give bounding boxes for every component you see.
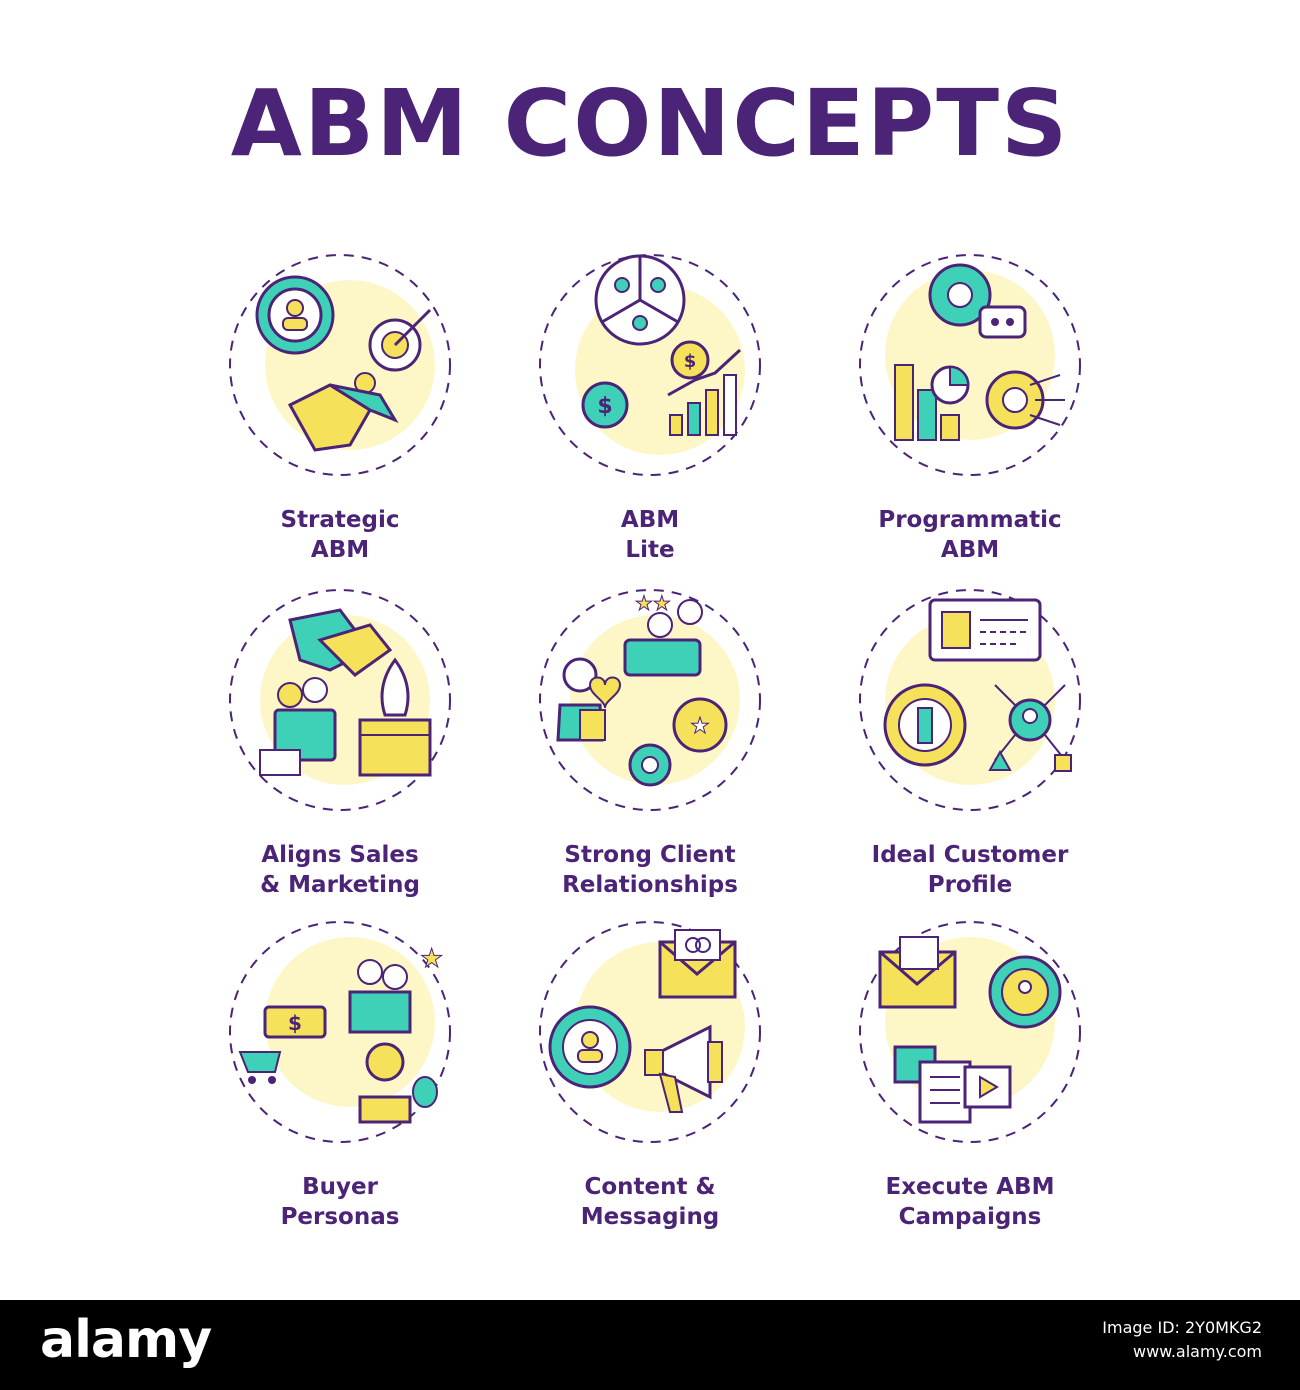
- svg-text:★★: ★★: [635, 591, 671, 615]
- id-card-building-network-icon: [859, 589, 1081, 811]
- watermark-footer: alamy Image ID: 2Y0MKG2 www.alamy.com: [0, 1300, 1300, 1390]
- concept-aligns-sales-marketing: Aligns Sales& Marketing: [190, 580, 490, 900]
- svg-text:$: $: [288, 1011, 302, 1035]
- image-id: Image ID: 2Y0MKG2: [1102, 1318, 1262, 1337]
- target-person-handshake-icon: [229, 254, 451, 476]
- svg-text:$: $: [684, 351, 697, 372]
- svg-text:$: $: [597, 394, 612, 419]
- image-meta: Image ID: 2Y0MKG2 www.alamy.com: [1102, 1316, 1262, 1364]
- page-title: ABM CONCEPTS: [230, 70, 1070, 177]
- groups-pie-growth-icon: $ $: [539, 254, 761, 476]
- gear-robot-chart-icon: [859, 254, 1081, 476]
- site-url: www.alamy.com: [1133, 1342, 1262, 1361]
- concept-label: Content &Messaging: [580, 1174, 720, 1230]
- client-heart-gears-icon: ★★ ★: [539, 589, 761, 811]
- concept-label: Aligns Sales& Marketing: [260, 842, 420, 898]
- svg-text:★: ★: [420, 944, 443, 974]
- handshake-team-rocket-icon: [229, 589, 451, 811]
- email-cart-media-icon: [859, 921, 1081, 1143]
- envelope-megaphone-icon: [539, 921, 761, 1143]
- brand-logo: alamy: [40, 1310, 212, 1370]
- concept-content-messaging: Content &Messaging: [500, 912, 800, 1232]
- svg-text:★: ★: [690, 714, 710, 739]
- cart-persona-masks-icon: ★ $: [229, 921, 451, 1143]
